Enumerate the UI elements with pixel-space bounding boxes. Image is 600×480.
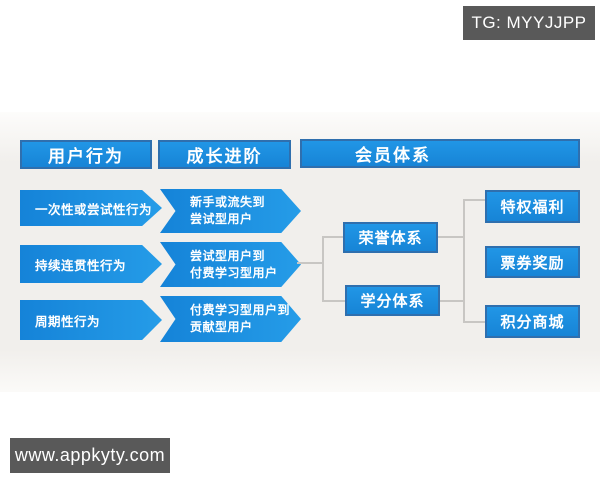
growth-arrow-newbie-to-trial: 新手或流失到 尝试型用户 bbox=[160, 189, 301, 233]
node-honor-system-label: 荣誉体系 bbox=[358, 230, 423, 247]
website-watermark-text: www.appkyty.com bbox=[14, 445, 166, 465]
telegram-watermark-text: TG: MYYJJPP bbox=[471, 13, 587, 32]
telegram-watermark-badge: TG: MYYJJPP bbox=[463, 6, 595, 40]
header-growth-progression-label: 成长进阶 bbox=[186, 147, 263, 166]
behavior-arrow-one-time-label: 一次性或尝试性行为 bbox=[35, 202, 153, 217]
behavior-arrow-continuous-label: 持续连贯性行为 bbox=[35, 258, 127, 273]
connector-to-credit-system bbox=[322, 300, 347, 302]
header-membership-system-label: 会员体系 bbox=[355, 146, 431, 165]
connector-credit-to-bracket bbox=[440, 300, 465, 302]
behavior-arrow-continuous: 持续连贯性行为 bbox=[20, 245, 162, 283]
connector-left-bracket bbox=[322, 236, 324, 302]
growth-arrow-line2: 付费学习型用户 bbox=[190, 265, 278, 280]
growth-arrow-trial-to-paid: 尝试型用户到 付费学习型用户 bbox=[160, 242, 301, 287]
header-user-behavior-label: 用户行为 bbox=[48, 147, 124, 166]
node-credit-system: 学分体系 bbox=[345, 285, 440, 316]
connector-right-bracket bbox=[463, 199, 465, 323]
node-ticket-rewards: 票券奖励 bbox=[485, 246, 580, 278]
connector-to-points-mall bbox=[463, 321, 487, 323]
node-privilege-benefits-label: 特权福利 bbox=[500, 199, 565, 216]
header-user-behavior: 用户行为 bbox=[20, 140, 152, 169]
connector-to-honor-system bbox=[322, 236, 345, 238]
growth-arrow-line1: 新手或流失到 bbox=[190, 195, 266, 209]
behavior-arrow-periodic-label: 周期性行为 bbox=[35, 314, 101, 329]
growth-arrow-paid-to-contributor: 付费学习型用户到 贡献型用户 bbox=[160, 296, 301, 342]
connector-arrow-to-bracket bbox=[297, 262, 324, 264]
node-ticket-rewards-label: 票券奖励 bbox=[500, 254, 565, 272]
growth-arrow-line2: 尝试型用户 bbox=[190, 212, 253, 226]
growth-arrow-line1: 尝试型用户到 bbox=[190, 248, 266, 263]
node-points-mall: 积分商城 bbox=[485, 305, 580, 338]
website-watermark-badge: www.appkyty.com bbox=[10, 438, 170, 473]
behavior-arrow-one-time: 一次性或尝试性行为 bbox=[20, 190, 162, 226]
behavior-arrow-periodic: 周期性行为 bbox=[20, 300, 162, 340]
growth-arrow-line1: 付费学习型用户到 bbox=[190, 303, 291, 317]
node-honor-system: 荣誉体系 bbox=[343, 222, 438, 253]
header-growth-progression: 成长进阶 bbox=[158, 140, 291, 169]
node-credit-system-label: 学分体系 bbox=[360, 293, 425, 310]
connector-to-privilege-benefits bbox=[463, 199, 487, 201]
header-membership-system: 会员体系 bbox=[300, 139, 580, 168]
node-privilege-benefits: 特权福利 bbox=[485, 190, 580, 223]
node-points-mall-label: 积分商城 bbox=[500, 314, 565, 331]
growth-arrow-line2: 贡献型用户 bbox=[190, 320, 253, 334]
connector-honor-to-bracket bbox=[438, 236, 465, 238]
